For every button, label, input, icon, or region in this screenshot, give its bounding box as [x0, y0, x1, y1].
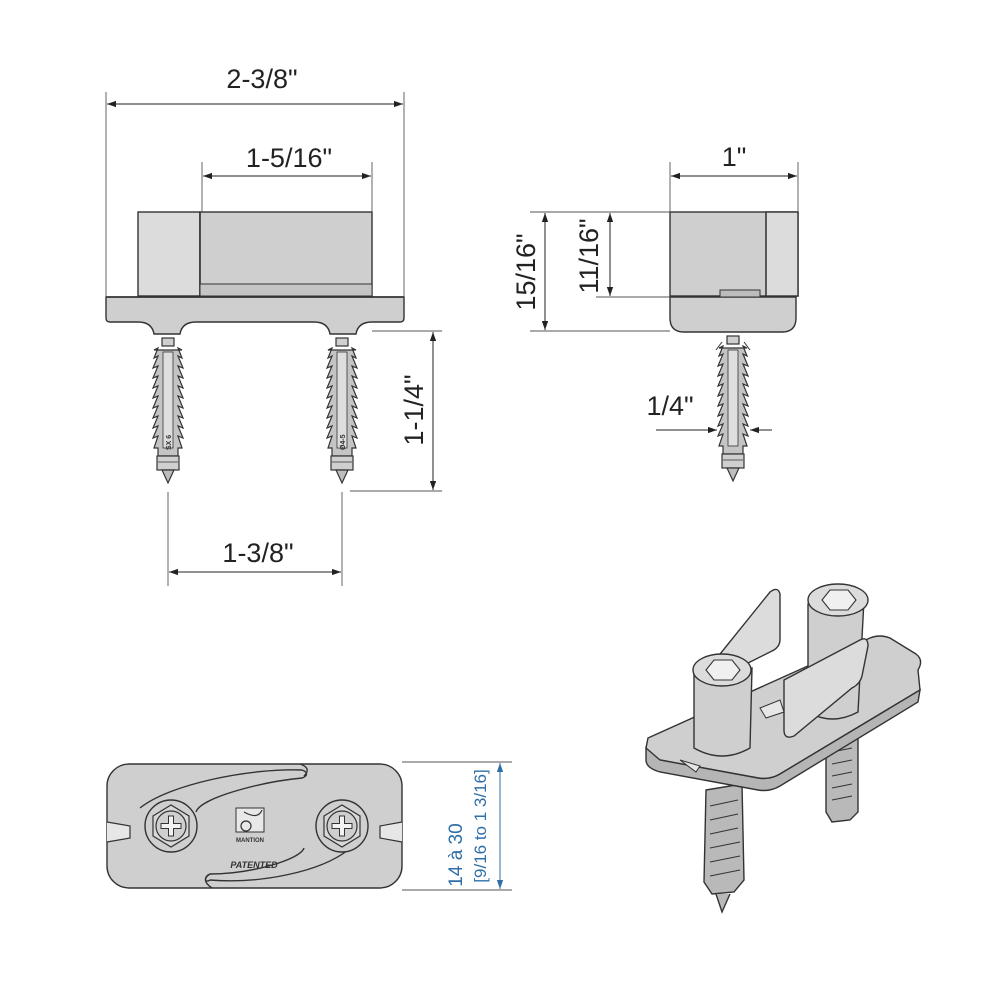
front-base-plate [105, 296, 405, 335]
iso-clip-arm-right [783, 638, 869, 738]
brand-label: MANTION [236, 838, 264, 844]
front-anchor-left [152, 337, 184, 484]
spring-wire [139, 769, 349, 882]
range-imperial: [9/16 to 1 3/16] [471, 769, 490, 882]
iso-anchor-front [703, 783, 745, 914]
dim-body-width: 1-5/16" [246, 143, 332, 173]
front-body-left [137, 211, 201, 297]
anchor-diameter-marking: Ø4-5 [340, 434, 347, 450]
dim-anchor-length: 1-1/4" [399, 374, 429, 445]
side-anchor [717, 335, 749, 482]
dim-body-height: 11/16" [574, 218, 604, 293]
side-view: 1" 15/16" 11/16" 1/4" [511, 142, 799, 482]
front-anchor-right [326, 337, 358, 484]
dim-overall-width: 2-3/8" [226, 64, 297, 94]
range-metric: 14 à 30 [446, 823, 467, 886]
iso-post-left [693, 667, 753, 757]
dim-depth: 1" [722, 142, 747, 172]
iso-clip-arm-left [710, 588, 781, 665]
dim-anchor-diameter: 1/4" [646, 391, 693, 421]
screw-left [144, 799, 198, 853]
anchor-size-marking: SX 6 [166, 435, 173, 450]
top-view: MANTION PATENTED 14 à 30 [9/16 to 1 3/16… [106, 761, 512, 891]
isometric-view [645, 583, 922, 914]
screw-right [315, 799, 369, 853]
front-body-main [199, 211, 373, 297]
dim-total-height: 15/16" [511, 233, 541, 310]
side-base [669, 296, 797, 333]
dim-anchor-spacing: 1-3/8" [222, 538, 293, 568]
front-view: SX 6 Ø4-5 2-3/8" 1-5/16" 1-1/4" 1-3/8" [105, 64, 442, 586]
iso-base-plate [645, 635, 922, 780]
patent-label: PATENTED [230, 860, 278, 870]
